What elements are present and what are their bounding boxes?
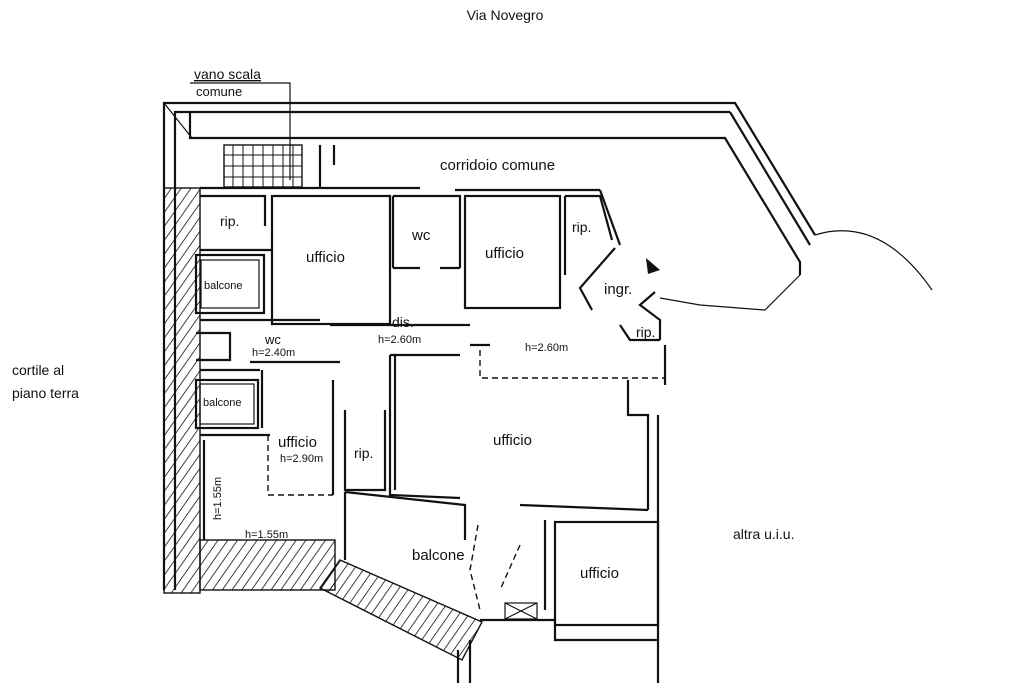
room-balcone-big: balcone	[412, 547, 465, 564]
left-note-2: piano terra	[12, 385, 79, 401]
room-corridoio: corridoio comune	[440, 157, 555, 174]
height-vertical: h=1.55m	[212, 477, 224, 520]
room-rip-top-left: rip.	[220, 213, 239, 229]
stair-label-2: comune	[196, 84, 242, 99]
entrance-arrow	[646, 258, 660, 274]
stair-grid	[190, 82, 303, 188]
room-dis: dis.	[392, 314, 414, 330]
hall-height: h=2.60m	[525, 342, 568, 354]
labels: Via Novegro vano scala comune cortile al…	[12, 7, 794, 582]
room-wc-mid: wc	[264, 332, 281, 347]
left-note-1: cortile al	[12, 362, 64, 378]
room-rip-top-right: rip.	[572, 219, 591, 235]
room-rip-mid: rip.	[354, 445, 373, 461]
room-ufficio-3-height: h=2.90m	[280, 453, 323, 465]
street-label: Via Novegro	[467, 7, 544, 23]
room-balcone-2: balcone	[203, 397, 242, 409]
room-ufficio-3: ufficio	[278, 434, 317, 451]
room-ufficio-small: ufficio	[580, 565, 619, 582]
right-note: altra u.i.u.	[733, 526, 794, 542]
room-ufficio-big: ufficio	[493, 432, 532, 449]
room-wc-top: wc	[411, 227, 431, 244]
room-dis-height: h=2.60m	[378, 334, 421, 346]
inner-walls	[194, 145, 667, 683]
room-rip-entry: rip.	[636, 324, 655, 340]
height-horizontal: h=1.55m	[245, 529, 288, 541]
room-ufficio-1: ufficio	[306, 249, 345, 266]
left-hatched-wall	[163, 187, 483, 661]
room-ingr: ingr.	[604, 281, 632, 298]
stair-label-1: vano scala	[194, 66, 261, 82]
room-balcone-1: balcone	[204, 280, 243, 292]
room-wc-mid-height: h=2.40m	[252, 347, 295, 359]
room-ufficio-2: ufficio	[485, 245, 524, 262]
